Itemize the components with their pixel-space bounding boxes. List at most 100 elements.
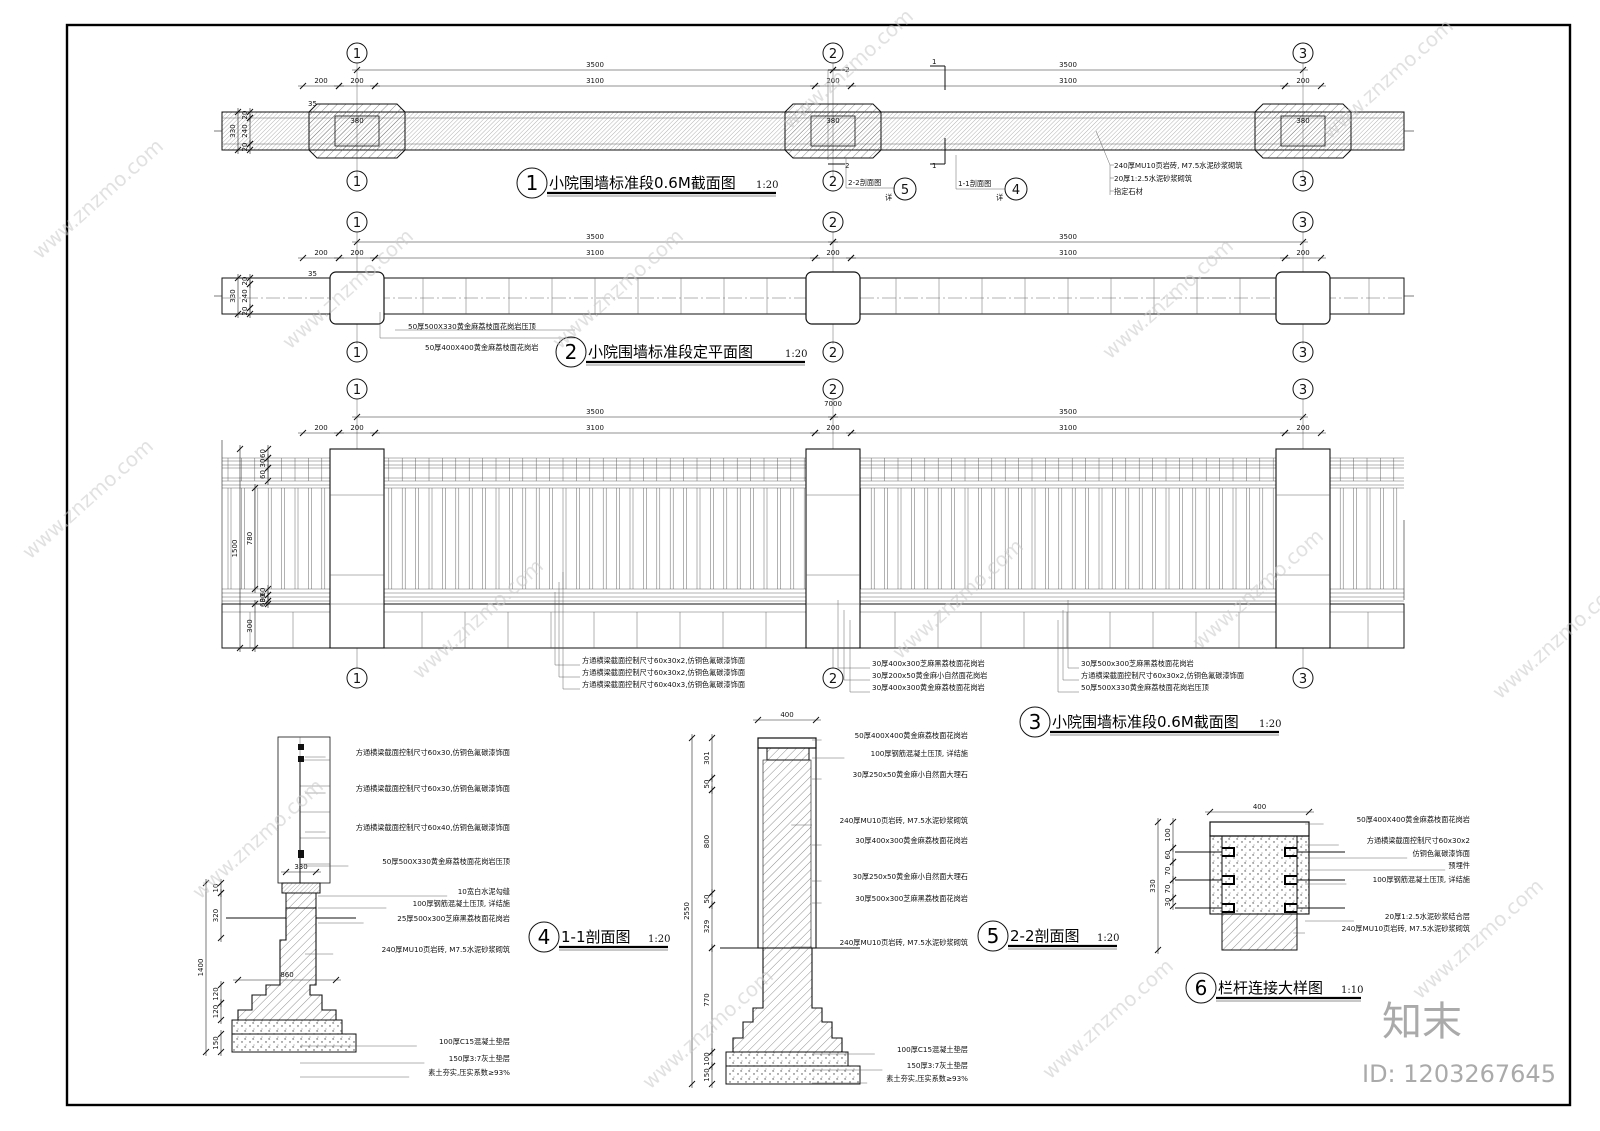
rail-section bbox=[298, 756, 304, 762]
embed-plate-left bbox=[1222, 903, 1235, 913]
dimension-text: 200 bbox=[350, 249, 363, 257]
dimension-text: 20 bbox=[241, 111, 249, 120]
granite-cap bbox=[757, 737, 817, 749]
material-note: 30厚500x300芝麻黑荔枝面花岗岩 bbox=[1081, 659, 1194, 668]
view-scale: 1:20 bbox=[756, 180, 778, 191]
dimension-text: 3500 bbox=[586, 408, 604, 416]
section-cut-number: 1 bbox=[932, 162, 936, 170]
axis-bubble bbox=[1292, 667, 1314, 689]
material-note: 方通横梁截面控制尺寸60x40,仿铜色氟碳漆饰面 bbox=[356, 823, 510, 832]
dimension-tick bbox=[1281, 82, 1289, 90]
dimension-tick bbox=[264, 454, 272, 462]
material-note: 50厚400X400黄金麻荔枝面花岗岩 bbox=[425, 343, 538, 352]
dimension-tick bbox=[335, 429, 343, 437]
section-cut-number: 1 bbox=[932, 58, 936, 66]
view-scale: 1:20 bbox=[785, 349, 807, 360]
dimension-tick bbox=[312, 868, 320, 876]
view-number: 6 bbox=[1195, 976, 1208, 1000]
dimension-text: 329 bbox=[703, 920, 711, 933]
dimension-text: 200 bbox=[1296, 77, 1309, 85]
dimension-tick bbox=[217, 889, 225, 897]
stone-post bbox=[1275, 448, 1331, 649]
dimension-tick bbox=[1169, 844, 1177, 852]
dimension-text: 3500 bbox=[586, 61, 604, 69]
dimension-text: 300 bbox=[246, 619, 254, 632]
dimension-tick bbox=[264, 597, 272, 605]
dimension-text: 20 bbox=[241, 307, 249, 316]
dimension-tick bbox=[1154, 818, 1162, 826]
dimension-text: 330 bbox=[229, 289, 237, 302]
dimension-tick bbox=[246, 114, 254, 122]
material-note: 预埋件 bbox=[1448, 861, 1470, 870]
material-note: 240厚MU10页岩砖, M7.5水泥砂浆砌筑 bbox=[1342, 924, 1470, 933]
post-cap bbox=[805, 271, 861, 325]
coping bbox=[281, 882, 321, 894]
dimension-text: 200 bbox=[314, 77, 327, 85]
dimension-text: 3100 bbox=[1059, 249, 1077, 257]
dimension-tick bbox=[688, 734, 696, 742]
dimension-tick bbox=[708, 1080, 716, 1088]
dimension-text: 400 bbox=[780, 711, 793, 719]
dimension-tick bbox=[353, 413, 361, 421]
dimension-tick bbox=[688, 1080, 696, 1088]
dimension-tick bbox=[217, 1030, 225, 1038]
stone-post bbox=[805, 448, 861, 649]
dimension-text: 3500 bbox=[1059, 233, 1077, 241]
granite-cap bbox=[1209, 821, 1310, 837]
dimension-tick bbox=[811, 254, 819, 262]
view-number-circle bbox=[1019, 706, 1051, 738]
dimension-text: 380 bbox=[1296, 117, 1309, 125]
material-note: 100厚钢筋混凝土压顶, 详结施 bbox=[1373, 875, 1470, 884]
dimension-tick bbox=[1317, 429, 1325, 437]
dimension-text: 330 bbox=[294, 863, 307, 871]
dimension-text: 60 bbox=[1164, 851, 1172, 860]
axis-label: 2 bbox=[829, 216, 837, 231]
dimension-tick bbox=[812, 716, 820, 724]
detail-number: 4 bbox=[1012, 183, 1020, 198]
material-note: 50厚400X400黄金麻荔枝面花岗岩 bbox=[855, 731, 968, 740]
dimension-text: 150 bbox=[703, 1068, 711, 1081]
dimension-tick bbox=[847, 82, 855, 90]
dimension-text: 35 bbox=[308, 100, 317, 108]
axis-label: 2 bbox=[829, 672, 837, 687]
axis-label: 2 bbox=[829, 346, 837, 361]
material-note: 150厚3:7灰土垫层 bbox=[907, 1061, 968, 1070]
axis-bubble bbox=[822, 667, 844, 689]
dimension-text: 120 bbox=[212, 1005, 220, 1018]
dimension-text: 20 bbox=[241, 143, 249, 152]
dimension-tick bbox=[371, 82, 379, 90]
dimension-text: 30 bbox=[259, 459, 267, 468]
dimension-text: 200 bbox=[350, 424, 363, 432]
detail-mark: 详 bbox=[996, 193, 1003, 202]
post-section bbox=[1254, 103, 1352, 159]
dimension-tick bbox=[1169, 858, 1177, 866]
axis-label: 1 bbox=[353, 383, 361, 398]
view-5-section-2-2: 4003015080050329770100150255050厚400X400黄… bbox=[683, 711, 968, 1088]
view-scale: 1:20 bbox=[648, 934, 670, 945]
dimension-text: 100 bbox=[1164, 828, 1172, 841]
dimension-tick bbox=[335, 254, 343, 262]
dimension-text: 3100 bbox=[1059, 77, 1077, 85]
dimension-text: 60 bbox=[259, 598, 267, 607]
material-note: 50厚500X330黄金麻荔枝面花岗岩压顶 bbox=[1081, 683, 1209, 692]
dimension-tick bbox=[236, 445, 244, 453]
post-cap bbox=[329, 271, 385, 325]
dimension-tick bbox=[251, 484, 259, 492]
dimension-tick bbox=[847, 254, 855, 262]
rail-section bbox=[298, 744, 304, 750]
dimension-text: 30 bbox=[1164, 898, 1172, 907]
dimension-tick bbox=[299, 254, 307, 262]
dimension-text: 780 bbox=[246, 532, 254, 545]
dimension-text: 301 bbox=[703, 751, 711, 764]
axis-bubble bbox=[346, 170, 368, 192]
post-core bbox=[1280, 115, 1326, 147]
view-number: 4 bbox=[538, 925, 551, 949]
post-section bbox=[308, 103, 406, 159]
section-cut-number: 2 bbox=[845, 162, 849, 170]
dimension-tick bbox=[708, 774, 716, 782]
view-number-circle bbox=[516, 167, 548, 199]
material-note: 30厚200x50黄金麻小自然面花岗岩 bbox=[872, 671, 987, 680]
